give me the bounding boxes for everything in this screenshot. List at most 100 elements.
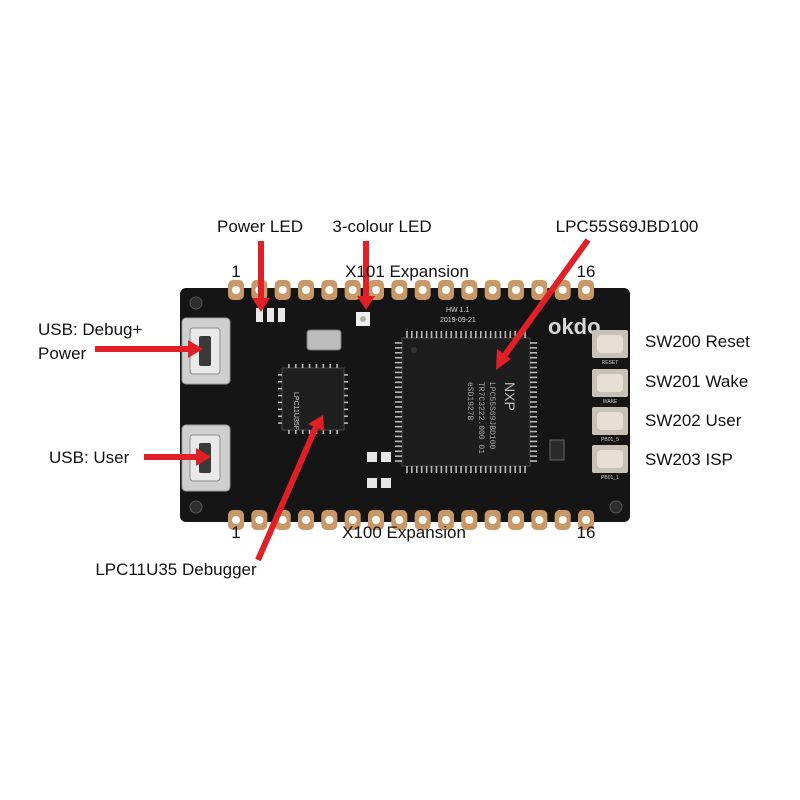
chip-pin (395, 381, 402, 384)
header-hole (348, 516, 357, 524)
chip-pin (530, 396, 537, 398)
chip-pin (425, 466, 428, 473)
button-silk-mark: WAKE (603, 399, 618, 405)
chip-pin (395, 411, 402, 413)
chip-pin (509, 466, 512, 473)
chip-pin (278, 387, 282, 390)
header-hole (535, 286, 544, 294)
bottom-pin-last-label: 16 (576, 523, 596, 542)
chip-pin (484, 331, 487, 338)
chip-pin (530, 371, 537, 374)
chip-pin (499, 466, 502, 473)
component (549, 439, 565, 461)
mcu-logo: NXP (502, 382, 518, 411)
lpc11-label: LPC11U35 Debugger (95, 560, 257, 579)
mcu-silk-line2: TR7C3222.000 01 (476, 382, 485, 454)
chip-pin (524, 331, 526, 338)
usb-connector-icon (181, 317, 231, 385)
chip-pin (435, 466, 438, 473)
led-icon (356, 312, 370, 326)
chip-pin (420, 466, 423, 473)
chip-pin (411, 331, 413, 338)
chip-pin (395, 361, 402, 364)
chip-pin (278, 394, 282, 397)
header-hole (255, 516, 264, 524)
chip-pin (288, 430, 290, 434)
header-hole (302, 516, 310, 524)
chip-pin (530, 411, 537, 413)
chip-pin (430, 466, 433, 473)
chip-pin (530, 351, 537, 354)
chip-pin (530, 415, 537, 418)
header-hole (372, 286, 380, 294)
top-pin-last-label: 16 (576, 262, 596, 281)
sw200-label: SW200 Reset (645, 332, 750, 351)
chip-icon (278, 364, 348, 434)
chip-pin (406, 466, 408, 473)
header-hole (488, 516, 497, 524)
header-hole (232, 286, 240, 294)
chip-pin (344, 374, 348, 376)
chip-pin (450, 331, 453, 338)
chip-pin (479, 466, 482, 473)
chip-pin (530, 401, 537, 403)
brand-silk: okdo (548, 314, 601, 339)
chip-pin (395, 396, 402, 398)
chip-pin (395, 430, 402, 433)
header-hole (558, 516, 567, 524)
bottom-header-pads (228, 510, 594, 530)
chip-pin (509, 331, 512, 338)
chip-pin (530, 342, 537, 344)
mount-hole-top-left (189, 296, 203, 310)
chip-pin (301, 364, 304, 368)
chip-pin (278, 374, 282, 376)
header-hole (465, 516, 474, 524)
chip-pin (395, 435, 402, 438)
chip-pin (395, 356, 402, 359)
chip-pin (425, 331, 428, 338)
header-hole (278, 516, 287, 524)
chip-pin (445, 331, 448, 338)
header-hole (418, 516, 427, 524)
chip-pin (278, 401, 282, 404)
chip-pin (288, 364, 290, 368)
chip-pin (308, 364, 311, 368)
chip-pin (530, 356, 537, 359)
chip-pin (489, 466, 492, 473)
header-hole (558, 286, 567, 294)
chip-pin (395, 391, 402, 393)
chip-pin (514, 466, 517, 473)
header-hole (582, 516, 590, 524)
chip-pin (329, 430, 332, 434)
chip-pin (344, 422, 348, 424)
push-button-cap (597, 335, 623, 353)
component (367, 452, 377, 462)
chip-pin (530, 450, 537, 453)
header-hole (325, 516, 334, 524)
chip-pin (460, 466, 462, 473)
chip-pin (395, 401, 402, 403)
sw203-label: SW203 ISP (645, 450, 733, 469)
header-hole (395, 516, 404, 524)
chip-pin (465, 466, 467, 473)
mount-hole-bottom-left (189, 500, 203, 514)
chip-pin (530, 425, 537, 428)
usb-debug-label-line1: USB: Debug+ (38, 320, 143, 339)
chip-pin (475, 331, 477, 338)
chip-pin (411, 466, 413, 473)
chip-pin (524, 466, 526, 473)
x100-expansion-label: X100 Expansion (342, 523, 466, 542)
power-led-label: Power LED (217, 217, 303, 236)
three-colour-led-label: 3-colour LED (332, 217, 432, 236)
usb-user-label: USB: User (49, 448, 130, 467)
header-hole (442, 516, 450, 524)
date-silk: 2019-09-21 (440, 317, 476, 324)
chip-pin (294, 430, 297, 434)
chip-pin (395, 371, 402, 374)
chip-pin (395, 420, 402, 423)
chip-pin (395, 455, 402, 457)
chip-pin (445, 466, 448, 473)
chip-pin (395, 347, 402, 349)
